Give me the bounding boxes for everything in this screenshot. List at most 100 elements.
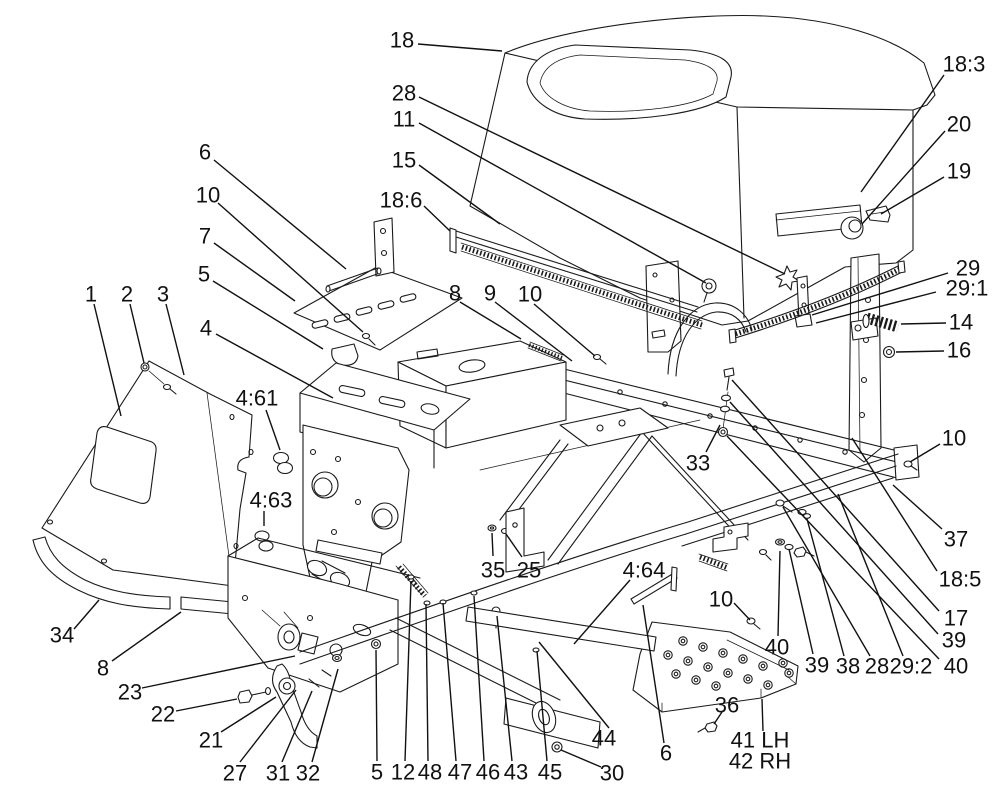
part-label-31-33: 33 — [686, 451, 710, 476]
leader-line-6-10 — [217, 202, 364, 333]
part-label-48-43: 43 — [504, 760, 528, 785]
part-label-16-9: 9 — [484, 281, 496, 306]
leader-line-38-38 — [806, 518, 845, 657]
part-label-20-19: 19 — [947, 159, 971, 184]
brake-lever-assembly — [237, 632, 343, 749]
dash-bracket — [293, 217, 463, 366]
hood-left-support — [645, 260, 753, 377]
part-label-58-22: 22 — [151, 702, 175, 727]
part-label-12-3: 3 — [157, 282, 169, 307]
leader-line-25-10 — [909, 443, 941, 463]
part-label-59-23: 23 — [118, 680, 142, 705]
leader-line-53-5 — [375, 649, 378, 762]
part-label-45-6: 6 — [660, 741, 672, 766]
leader-line-15-8 — [459, 301, 522, 340]
part-label-47-45: 45 — [538, 760, 562, 785]
upper-support-rail — [555, 367, 920, 481]
part-label-43-42-rh: 42 RH — [729, 749, 791, 774]
hood — [469, 14, 936, 326]
part-label-19-20: 20 — [947, 112, 971, 137]
part-label-32-25: 25 — [517, 558, 541, 583]
lower-frame — [299, 453, 899, 713]
part-label-51-48: 48 — [418, 760, 442, 785]
leader-line-60-8 — [111, 611, 182, 662]
leader-line-35-10 — [733, 602, 751, 621]
leader-line-51-48 — [425, 603, 429, 762]
leader-line-1-28 — [418, 96, 786, 275]
part-label-61-34: 34 — [50, 623, 74, 648]
part-label-26-37: 37 — [944, 527, 968, 552]
leader-line-49-46 — [473, 595, 485, 762]
leader-line-45-6 — [642, 604, 665, 744]
part-label-52-12: 12 — [391, 760, 415, 785]
part-label-23-14: 14 — [949, 310, 973, 335]
part-label-8-5: 5 — [198, 262, 210, 287]
part-label-4-18-6: 18:6 — [380, 188, 423, 213]
part-label-38-38: 38 — [836, 654, 860, 679]
leader-line-7-7 — [213, 242, 296, 302]
leader-line-12-3 — [165, 303, 185, 376]
part-label-17-10: 10 — [518, 282, 542, 307]
foot-platform — [465, 566, 799, 753]
leader-line-11-2 — [129, 303, 145, 364]
part-label-21-29: 29 — [956, 256, 980, 281]
leader-line-58-22 — [175, 698, 238, 712]
part-label-5-6: 6 — [199, 140, 211, 165]
part-label-39-28: 28 — [865, 654, 889, 679]
part-label-35-10: 10 — [709, 587, 733, 612]
part-label-10-1: 1 — [85, 282, 97, 307]
leader-line-29-39 — [729, 401, 939, 635]
leader-line-28-17 — [731, 379, 940, 612]
leader-line-13-4-61 — [265, 409, 281, 451]
leader-line-37-39 — [788, 548, 814, 655]
leader-line-55-31 — [281, 690, 313, 763]
part-label-24-16: 16 — [947, 338, 971, 363]
part-label-11-2: 2 — [121, 282, 133, 307]
part-label-2-11: 11 — [393, 107, 416, 132]
part-label-6-10: 10 — [196, 183, 220, 208]
leader-line-3-15 — [418, 164, 501, 225]
part-label-9-4: 4 — [200, 316, 212, 341]
leader-line-36-40 — [777, 550, 781, 637]
leader-line-57-21 — [220, 696, 277, 733]
leader-line-10-1 — [93, 303, 122, 417]
leader-line-16-9 — [494, 301, 573, 362]
console-tower — [254, 362, 471, 613]
leader-line-24-16 — [895, 350, 945, 353]
leader-line-61-34 — [73, 599, 100, 630]
seal-strips — [449, 227, 703, 330]
leader-lines — [73, 43, 949, 768]
leader-line-50-47 — [442, 602, 457, 762]
latch-rod-strip — [728, 260, 906, 359]
leader-line-34-4-64 — [573, 579, 631, 645]
part-label-13-4-61: 4:61 — [236, 386, 279, 411]
part-label-14-4-63: 4:63 — [250, 488, 293, 513]
part-label-54-32: 32 — [296, 761, 320, 786]
part-label-3-15: 15 — [392, 148, 416, 173]
leader-line-48-43 — [496, 615, 513, 762]
leader-line-33-35 — [491, 532, 494, 557]
part-label-29-39: 39 — [942, 628, 966, 653]
leader-line-2-11 — [418, 122, 707, 284]
leader-line-21-29 — [811, 272, 949, 316]
part-label-60-8: 8 — [97, 656, 109, 681]
leader-line-41-36 — [713, 711, 723, 725]
part-label-41-36: 36 — [715, 693, 739, 718]
part-label-44-44: 44 — [592, 726, 616, 751]
leader-line-0-18 — [417, 43, 503, 52]
part-label-1-28: 28 — [392, 81, 416, 106]
part-label-50-47: 47 — [448, 760, 472, 785]
leader-line-54-32 — [311, 668, 339, 763]
part-label-55-31: 31 — [266, 761, 290, 786]
part-label-40-29-2: 29:2 — [890, 654, 933, 679]
part-label-18-18-3: 18:3 — [943, 52, 986, 77]
bumper — [32, 536, 234, 615]
leader-line-17-10 — [533, 303, 596, 357]
leader-line-59-23 — [141, 655, 296, 689]
leader-line-47-45 — [536, 650, 548, 762]
leader-line-22-29-1 — [815, 291, 937, 324]
leader-line-18-18-3 — [860, 74, 945, 193]
